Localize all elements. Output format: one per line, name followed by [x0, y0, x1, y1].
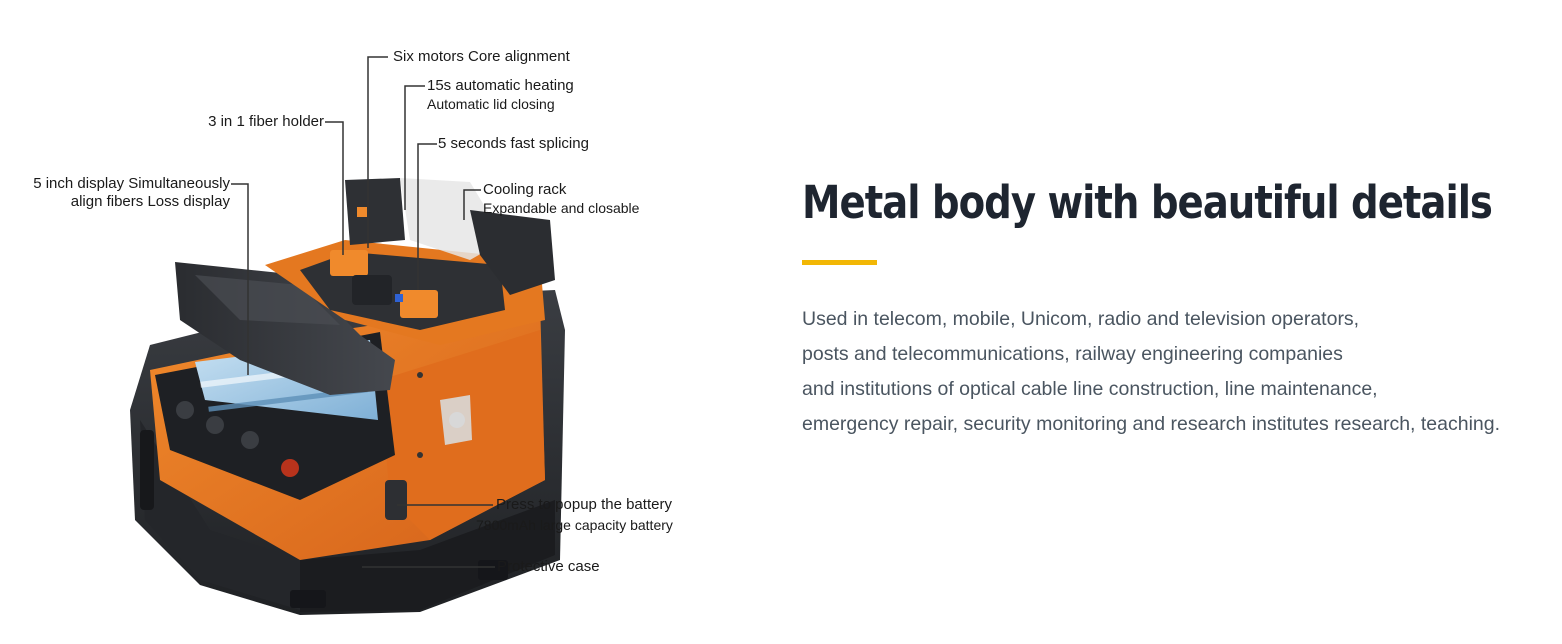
callout-leader-lines — [231, 56, 495, 568]
heater-cooling-shape — [345, 178, 555, 295]
description-line: and institutions of optical cable line c… — [802, 378, 1378, 400]
feature-text-section: Metal body with beautiful details Used i… — [802, 172, 1542, 442]
callout-protective-case: Protective case — [497, 558, 600, 575]
description-line: Used in telecom, mobile, Unicom, radio a… — [802, 308, 1360, 330]
callout-fiber-holder: 3 in 1 fiber holder — [208, 113, 324, 130]
callout-cooling: Cooling rack Expandable and closable — [483, 181, 639, 217]
callout-six-motors: Six motors Core alignment — [393, 48, 570, 65]
callout-heating-title: 15s automatic heating — [427, 77, 574, 94]
callout-display: 5 inch display Simultaneously align fibe… — [10, 175, 230, 211]
splicing-area-shape — [265, 240, 545, 345]
callout-cooling-title: Cooling rack — [483, 181, 567, 198]
callout-fast-splicing: 5 seconds fast splicing — [438, 135, 589, 152]
callout-battery: Press to popup the battery 7800mAh large… — [476, 496, 673, 534]
open-lid-shape — [175, 262, 395, 395]
callout-heating: 15s automatic heating Automatic lid clos… — [427, 77, 574, 113]
fusion-splicer-illustration — [130, 56, 565, 615]
callout-battery-capacity: 7800mAh large capacity battery — [476, 517, 673, 533]
section-headline: Metal body with beautiful details — [802, 176, 1493, 229]
callout-cooling-sub: Expandable and closable — [483, 200, 640, 216]
product-annotated-image: Six motors Core alignment 15s automatic … — [0, 0, 720, 644]
description-line: posts and telecommunications, railway en… — [802, 343, 1343, 365]
callout-display-line1: 5 inch display Simultaneously — [33, 175, 230, 192]
callout-lid-closing: Automatic lid closing — [427, 96, 555, 112]
callout-display-line2: align fibers Loss display — [70, 193, 230, 210]
accent-underline — [802, 260, 877, 265]
description-line: emergency repair, security monitoring an… — [802, 413, 1501, 435]
callout-battery-popup: Press to popup the battery — [496, 496, 672, 513]
description-paragraph: Used in telecom, mobile, Unicom, radio a… — [802, 302, 1542, 442]
